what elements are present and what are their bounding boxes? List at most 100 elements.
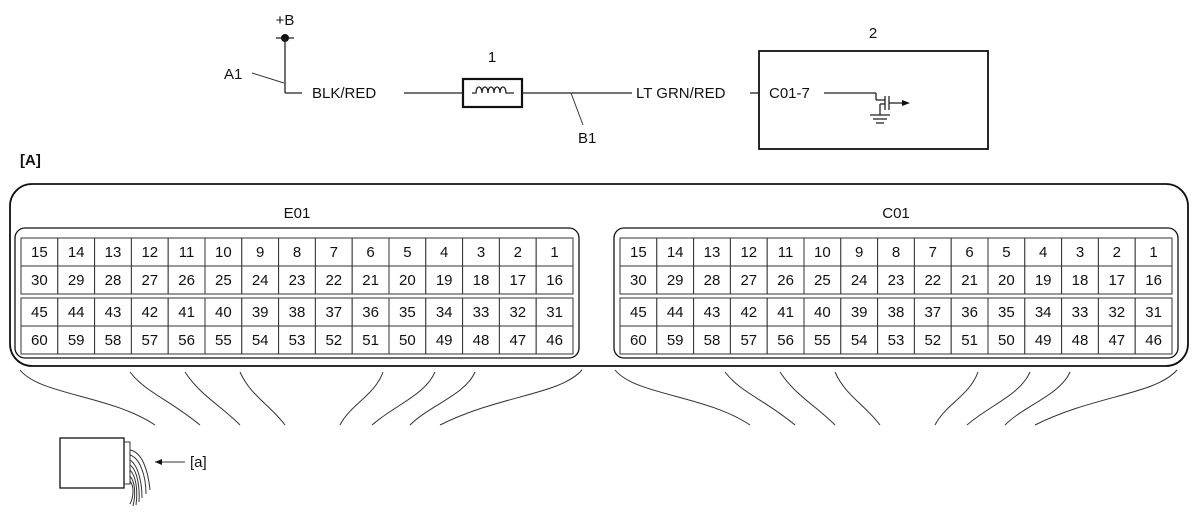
harness-arrow: [155, 459, 162, 465]
pin-number: 18: [1072, 272, 1089, 289]
pin-number: 27: [141, 272, 158, 289]
pin-cell: [498, 237, 537, 267]
pin-cell: [388, 237, 427, 267]
pin-number: 4: [440, 244, 448, 261]
pin-number: 40: [215, 304, 232, 321]
pin-number: 13: [105, 244, 122, 261]
pin-number: 36: [362, 304, 379, 321]
pin-cell: [57, 237, 96, 267]
pin-cell: [729, 325, 768, 355]
pin-cell: [619, 237, 658, 267]
pin-number: 34: [436, 304, 453, 321]
pin-number: 44: [68, 304, 85, 321]
pin-cell: [535, 237, 574, 267]
pin-cell: [950, 265, 989, 295]
pin-number: 37: [325, 304, 342, 321]
pin-number: 12: [740, 244, 757, 261]
pin-cell: [57, 265, 96, 295]
pin-cell: [241, 325, 280, 355]
pin-cell: [987, 325, 1026, 355]
pin-number: 48: [1072, 332, 1089, 349]
pin-cell: [766, 325, 805, 355]
pin-cell: [693, 325, 731, 355]
pin-number: 60: [31, 332, 48, 349]
pin-cell: [766, 237, 805, 267]
pin-number: 11: [179, 244, 195, 261]
pin-number: 32: [1108, 304, 1125, 321]
pin-number: 45: [630, 304, 647, 321]
wire-a1-id: A1: [224, 66, 242, 83]
pin-cell: [1134, 297, 1173, 327]
pin-number: 39: [252, 304, 269, 321]
wire-b1-color: LT GRN/RED: [636, 85, 726, 102]
connector-name: C01: [882, 205, 910, 222]
pin-number: 33: [1072, 304, 1089, 321]
pin-cell: [950, 297, 989, 327]
pin-number: 43: [105, 304, 122, 321]
pin-number: 4: [1039, 244, 1047, 261]
pin-number: 15: [31, 244, 48, 261]
pin-number: 52: [924, 332, 941, 349]
pin-number: 19: [1035, 272, 1052, 289]
pin-cell: [729, 265, 768, 295]
wire-b1-id: B1: [578, 130, 596, 147]
wire-b1-leader: [570, 92, 584, 126]
pin-cell: [130, 237, 169, 267]
pin-cell: [1061, 265, 1099, 295]
pin-number: 38: [888, 304, 905, 321]
pin-cell: [913, 265, 952, 295]
pin-cell: [766, 297, 805, 327]
pin-number: 49: [1035, 332, 1052, 349]
pin-number: 30: [630, 272, 647, 289]
pin-cell: [130, 265, 169, 295]
pin-cell: [351, 265, 390, 295]
pin-number: 47: [1108, 332, 1125, 349]
pin-number: 51: [961, 332, 978, 349]
pin-cell: [278, 237, 316, 267]
pin-number: 50: [399, 332, 416, 349]
pin-cell: [877, 265, 915, 295]
pin-number: 34: [1035, 304, 1052, 321]
pin-cell: [913, 325, 952, 355]
pin-number: 59: [68, 332, 85, 349]
pin-cell: [94, 237, 132, 267]
pin-cell: [278, 265, 316, 295]
pin-cell: [877, 297, 915, 327]
pin-number: 49: [436, 332, 453, 349]
pin-number: 58: [704, 332, 721, 349]
pin-number: 33: [473, 304, 490, 321]
terminal-label: C01-7: [769, 85, 810, 102]
pin-number: 6: [366, 244, 374, 261]
pin-number: 26: [178, 272, 195, 289]
pin-number: 10: [215, 244, 232, 261]
pin-number: 31: [546, 304, 563, 321]
pin-number: 6: [965, 244, 973, 261]
coil-symbol: [472, 86, 514, 94]
pin-number: 20: [998, 272, 1015, 289]
wire-a1-leader: [251, 72, 285, 84]
pin-cell: [425, 297, 464, 327]
connector-name: E01: [284, 205, 311, 222]
pin-number: 40: [814, 304, 831, 321]
pin-number: 8: [293, 244, 301, 261]
pin-number: 25: [215, 272, 232, 289]
pin-number: 28: [704, 272, 721, 289]
pin-cell: [803, 297, 842, 327]
harness-label: [a]: [190, 454, 207, 471]
pin-number: 1: [1149, 244, 1157, 261]
pin-number: 21: [961, 272, 978, 289]
pin-number: 12: [141, 244, 158, 261]
pin-number: 60: [630, 332, 647, 349]
pin-cell: [619, 325, 658, 355]
pin-number: 25: [814, 272, 831, 289]
pin-number: 41: [178, 304, 195, 321]
pin-number: 55: [215, 332, 232, 349]
pin-number: 44: [667, 304, 684, 321]
component-2-number: 2: [869, 25, 877, 42]
pin-cell: [462, 325, 500, 355]
wire-a1-color: BLK/RED: [312, 85, 376, 102]
pin-cell: [729, 297, 768, 327]
pin-cell: [351, 297, 390, 327]
